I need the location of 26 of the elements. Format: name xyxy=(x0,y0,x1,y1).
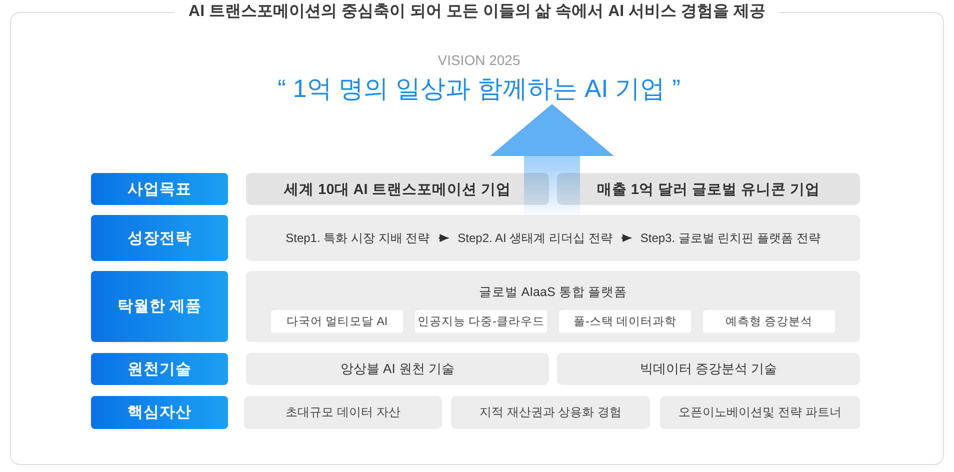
arrow xyxy=(621,234,632,242)
step-text: Step2. AI 생태계 리더십 전략 xyxy=(448,230,622,246)
asset-panel: 오픈이노베이션및 전략 파트너 xyxy=(660,396,860,429)
asset-panel: 지적 재산권과 상용화 경험 xyxy=(451,396,650,429)
feature-card: 풀-스택 데이터과학 xyxy=(559,310,691,333)
technology-panel: 앙상블 AI 원천 기술 xyxy=(246,353,549,385)
feature-card: 인공지능 다중-클라우드 xyxy=(415,310,547,333)
vision-statement: “ 1억 명의 일상과 함께하는 AI 기업 ” xyxy=(278,74,680,104)
row-header: 원천기술 xyxy=(91,353,228,385)
step-text: Step1. 특화 시장 지배 전략 xyxy=(276,230,439,246)
row-header: 사업목표 xyxy=(91,173,228,205)
step-text: Step3. 글로벌 린치핀 플랫폼 전략 xyxy=(631,230,830,246)
row-header: 핵심자산 xyxy=(91,396,228,429)
goal-panel: 세계 10대 AI 트랜스포메이션 기업 xyxy=(246,173,549,205)
feature-card: 다국어 멀티모달 AI xyxy=(271,310,403,333)
strategy-band xyxy=(246,215,860,261)
technology-panel: 빅데이터 증강분석 기술 xyxy=(557,353,860,385)
arrow xyxy=(438,234,449,242)
row-header: 탁월한 제품 xyxy=(91,271,228,342)
asset-panel: 초대규모 데이터 자산 xyxy=(244,396,442,429)
row-header: 성장전략 xyxy=(91,215,228,261)
vision-caption: VISION 2025 xyxy=(438,51,520,69)
goal-panel: 매출 1억 달러 글로벌 유니콘 기업 xyxy=(557,173,860,205)
feature-card: 예측형 증강분석 xyxy=(703,310,835,333)
block-arrow xyxy=(490,104,614,215)
panel-heading: 글로벌 AIaaS 통합 플랫폼 xyxy=(478,284,628,300)
